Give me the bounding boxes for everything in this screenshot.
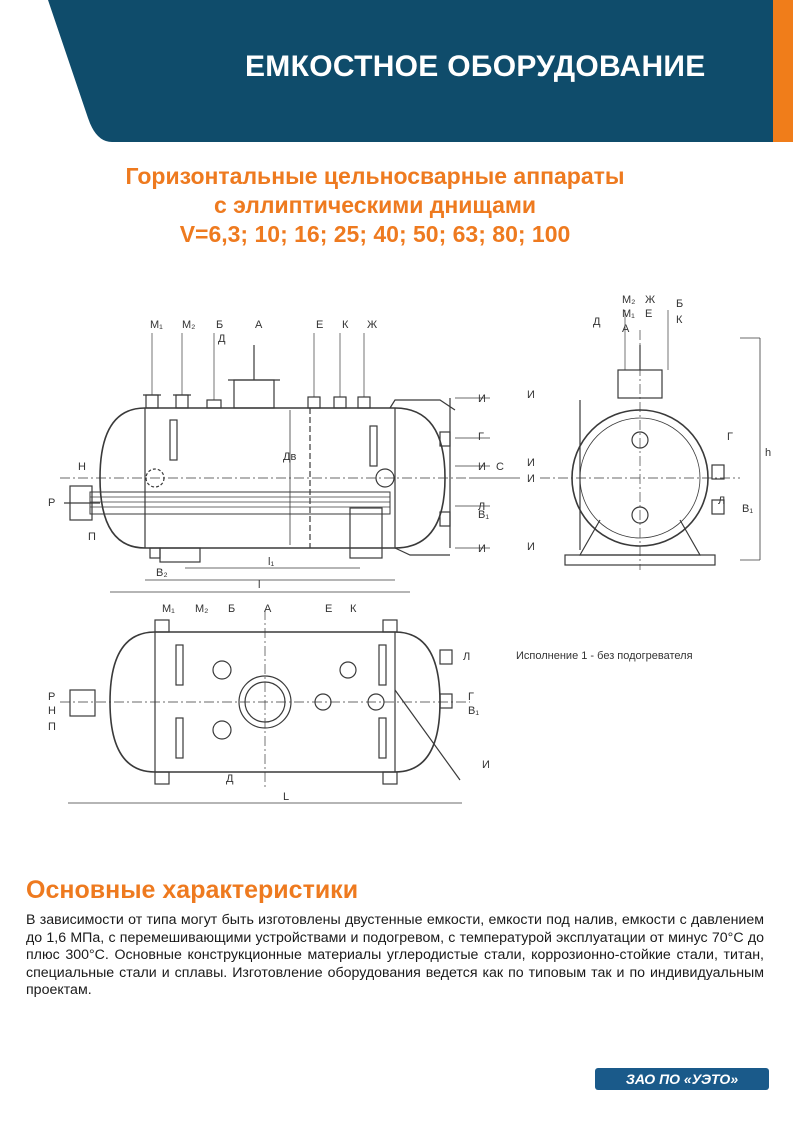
svg-text:Б: Б xyxy=(228,603,235,615)
end-view xyxy=(540,310,761,570)
svg-text:Л: Л xyxy=(463,651,470,663)
svg-text:l: l xyxy=(258,579,260,591)
svg-text:И: И xyxy=(527,389,535,401)
svg-text:Б: Б xyxy=(676,298,683,310)
product-subtitle: Горизонтальные цельносварные аппараты с … xyxy=(0,162,750,249)
svg-text:М₁: М₁ xyxy=(150,319,163,331)
svg-text:Р: Р xyxy=(48,691,55,703)
svg-text:Н: Н xyxy=(48,705,56,717)
svg-text:П: П xyxy=(88,531,96,543)
svg-text:А: А xyxy=(264,603,272,615)
svg-text:Б: Б xyxy=(216,319,223,331)
svg-text:М₂: М₂ xyxy=(195,603,208,615)
svg-text:Ж: Ж xyxy=(645,294,655,306)
svg-text:А: А xyxy=(255,319,263,331)
svg-text:Е: Е xyxy=(645,308,652,320)
svg-text:Л: Л xyxy=(478,501,485,513)
header-title: ЕМКОСТНОЕ ОБОРУДОВАНИЕ xyxy=(245,50,706,83)
svg-text:l₁: l₁ xyxy=(268,556,274,568)
logo-text: ЗАО ПО «УЭТО» xyxy=(626,1071,738,1087)
svg-text:М₁: М₁ xyxy=(162,603,175,615)
svg-text:Р: Р xyxy=(48,497,55,509)
svg-text:h: h xyxy=(765,447,771,459)
svg-text:Г: Г xyxy=(478,431,484,443)
svg-text:А: А xyxy=(622,323,630,335)
subtitle-line-2: с эллиптическими днищами xyxy=(213,192,537,218)
side-view xyxy=(60,333,520,593)
svg-text:В₁: В₁ xyxy=(468,705,479,717)
svg-text:Дв: Дв xyxy=(283,451,296,463)
svg-text:Д: Д xyxy=(593,316,601,328)
svg-text:Л: Л xyxy=(718,495,725,507)
svg-text:П: П xyxy=(48,721,56,733)
characteristics-text: В зависимости от типа могут быть изготов… xyxy=(26,912,764,998)
plan-view-labels: М₁ М₂ Б А Е К Л Г В₁ Р Н П Д И xyxy=(48,603,490,785)
svg-text:Н: Н xyxy=(78,461,86,473)
svg-text:L: L xyxy=(283,791,289,803)
svg-text:В₁: В₁ xyxy=(742,503,753,515)
svg-text:И: И xyxy=(478,393,486,405)
svg-text:И: И xyxy=(478,543,486,555)
svg-text:К: К xyxy=(350,603,357,615)
header-accent-bar xyxy=(773,0,793,142)
technical-drawing: М₁ М₂ Б А Д Е К Ж И Г И С Л В₁ И Н Р П В… xyxy=(48,294,771,804)
svg-text:И: И xyxy=(527,457,535,469)
svg-text:К: К xyxy=(676,314,683,326)
svg-text:Д: Д xyxy=(218,333,226,345)
svg-text:С: С xyxy=(496,461,504,473)
svg-text:И: И xyxy=(482,759,490,771)
svg-text:Д: Д xyxy=(226,773,234,785)
svg-text:И: И xyxy=(527,473,535,485)
svg-text:Е: Е xyxy=(325,603,332,615)
svg-text:Г: Г xyxy=(727,431,733,443)
side-view-labels: М₁ М₂ Б А Д Е К Ж И Г И С Л В₁ И Н Р П В… xyxy=(48,319,504,803)
svg-text:И: И xyxy=(527,541,535,553)
plan-view xyxy=(60,610,470,804)
svg-text:Г: Г xyxy=(468,691,474,703)
svg-text:М₂: М₂ xyxy=(182,319,195,331)
svg-text:М₁: М₁ xyxy=(622,308,635,320)
svg-text:М₂: М₂ xyxy=(622,294,635,306)
svg-text:Ж: Ж xyxy=(367,319,377,331)
end-view-labels: М₂ Ж Б М₁ Е К Д А И Г И И Л В₁ И h xyxy=(527,294,771,553)
characteristics-title: Основные характеристики xyxy=(26,876,359,904)
svg-text:К: К xyxy=(342,319,349,331)
subtitle-line-3: V=6,3; 10; 16; 25; 40; 50; 63; 80; 100 xyxy=(179,221,571,247)
svg-text:В₂: В₂ xyxy=(156,567,168,579)
svg-text:Е: Е xyxy=(316,319,323,331)
company-logo: ЗАО ПО «УЭТО» xyxy=(595,1068,769,1090)
svg-text:И: И xyxy=(478,461,486,473)
header-band xyxy=(48,0,793,142)
subtitle-line-1: Горизонтальные цельносварные аппараты xyxy=(125,163,625,189)
variant-note: Исполнение 1 - без подогревателя xyxy=(516,650,693,662)
svg-text:В₁: В₁ xyxy=(478,509,489,521)
